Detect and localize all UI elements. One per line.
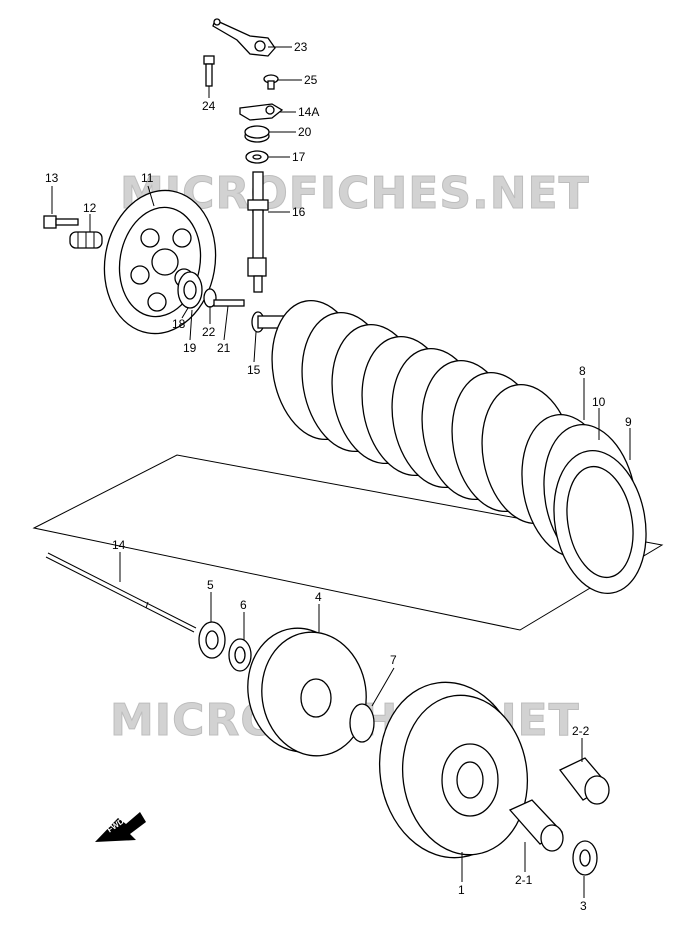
sleeve-2-2 [558,757,610,805]
callout-3: 3 [580,899,587,913]
callout-1: 1 [458,883,465,897]
washer-6 [228,638,252,672]
release-shaft-16 [247,171,269,293]
callout-12: 12 [83,201,97,215]
screw-24 [203,55,215,87]
callout-2-2: 2-2 [572,724,590,738]
callout-8: 8 [579,364,586,378]
plate-group-frame [32,454,664,631]
callout-4: 4 [315,590,322,604]
clutch-hub-4 [247,627,367,757]
bearing-18 [177,271,203,309]
washer-17 [245,150,269,164]
callout-16: 16 [292,205,306,219]
bolt-25 [263,74,279,90]
fwd-arrow-icon: FWD [95,812,146,842]
callout-9: 9 [625,415,632,429]
callout-11: 11 [141,171,154,185]
callout-5: 5 [207,578,214,592]
callout-2-1: 2-1 [515,873,533,887]
callout-19: 19 [183,341,197,355]
callout-20: 20 [298,125,312,139]
callout-6: 6 [240,598,247,612]
callout-13: 13 [45,171,59,185]
leader-lines [51,46,631,898]
washer-3 [572,840,598,876]
release-arm [212,18,276,57]
nut-5 [198,621,226,659]
bolt-13 [43,215,79,229]
rod-21 [213,299,245,307]
clutch-plate-stack [271,299,647,594]
callout-24: 24 [202,99,216,113]
pushrod-14 [45,552,197,633]
callout-15: 15 [247,363,261,377]
clutch-housing-1 [378,681,529,859]
plate-14A [239,103,284,121]
callout-25: 25 [304,73,318,87]
sleeve-2-1 [508,799,564,852]
callout-21: 21 [217,341,231,355]
callout-17: 17 [292,150,306,164]
callout-7: 7 [390,653,397,667]
callout-22: 22 [202,325,216,339]
callout-18: 18 [172,317,186,331]
nut-20 [244,125,270,143]
callout-23: 23 [294,40,308,54]
spring-12 [69,231,103,249]
callout-10: 10 [592,395,606,409]
washer-7 [349,703,375,743]
callout-labels: 23 24 25 14A 20 17 16 13 11 12 18 19 22 … [45,40,632,913]
callout-14A: 14A [298,105,319,119]
callout-14: 14 [112,538,126,552]
